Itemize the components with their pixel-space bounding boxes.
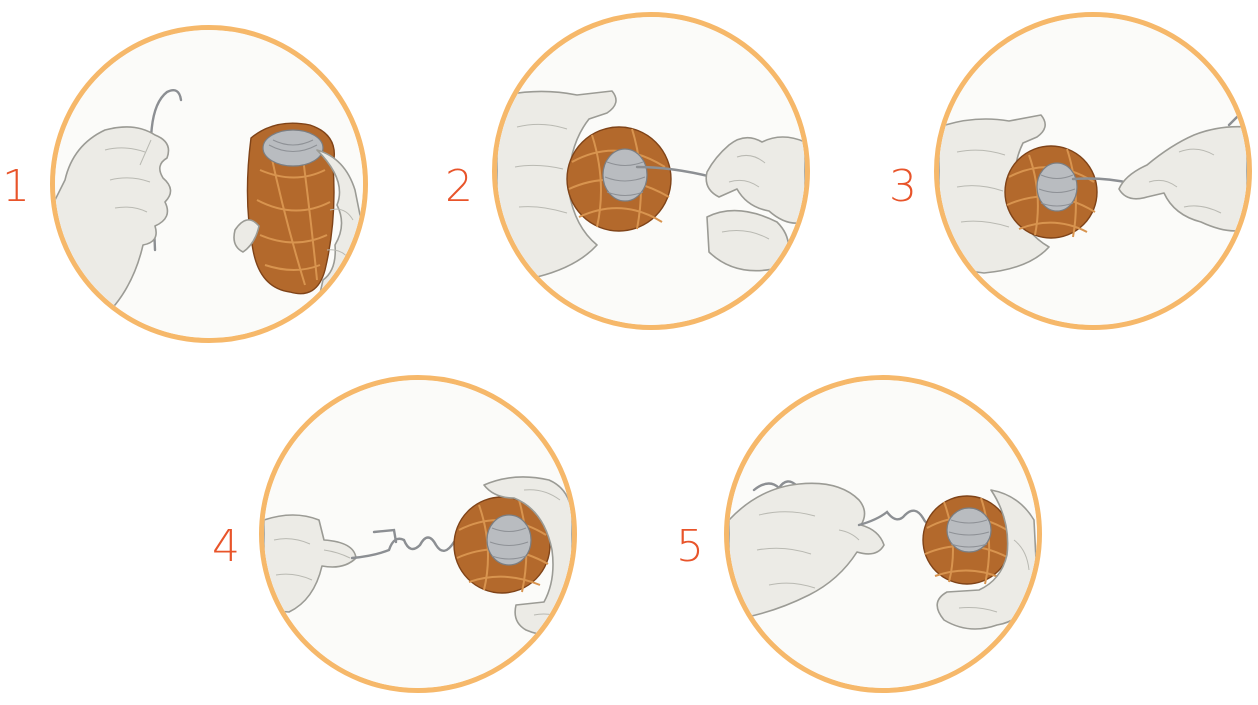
step-4-illustration [259,375,577,693]
step-number: 3 [889,165,917,209]
threading-illustration [729,380,1037,688]
yarn-core [263,130,323,166]
step-number: 2 [445,165,473,209]
step-number: 4 [212,525,240,569]
threading-illustration [55,30,363,338]
yarn-core [487,515,531,565]
threading-illustration [264,380,572,688]
step-3-illustration [934,12,1252,330]
step-1-illustration [50,25,368,343]
step-5-illustration [724,375,1042,693]
step-2-illustration [492,12,810,330]
step-number: 1 [2,165,30,209]
step-number: 5 [676,525,704,569]
yarn-core [947,508,991,552]
threading-illustration [497,17,805,325]
threading-illustration [939,17,1247,325]
